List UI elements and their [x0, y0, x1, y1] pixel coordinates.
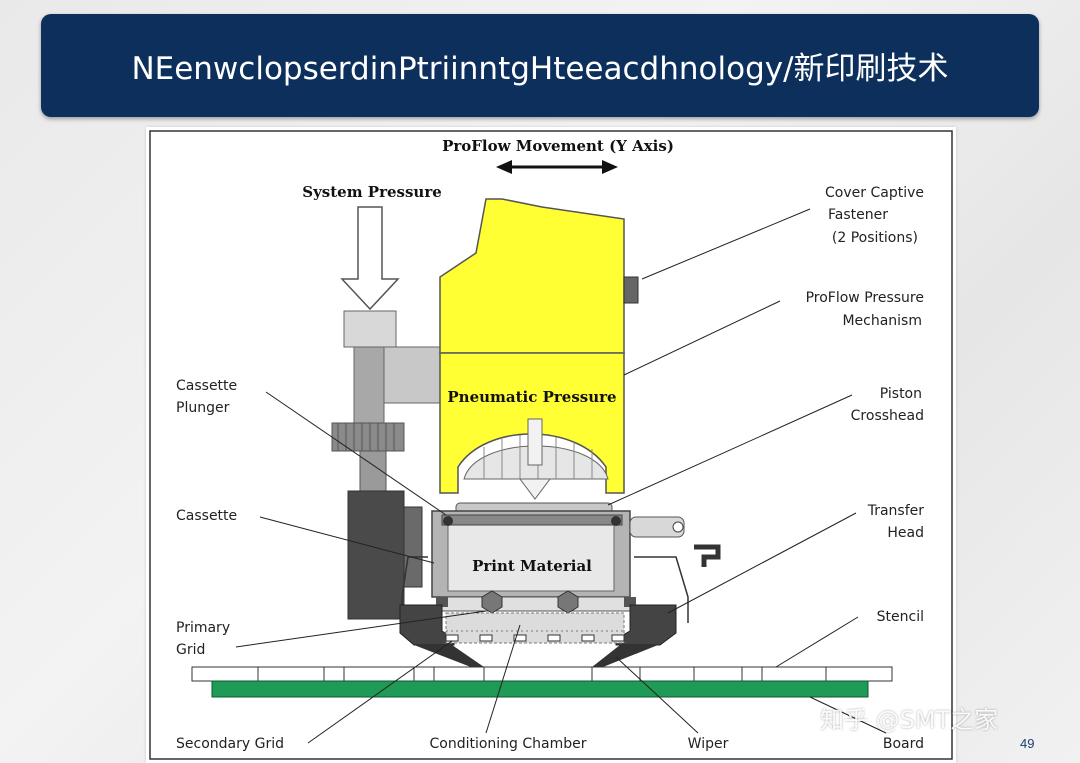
diagram-border [149, 130, 953, 760]
cassette-plunger-label-2: Plunger [176, 400, 230, 416]
circuit-board [211, 680, 869, 698]
primary-grid-label-1: Primary [176, 620, 230, 636]
conditioning-chamber [445, 612, 625, 644]
leader-wiper [615, 656, 699, 734]
slide-title-bar: NEenwclopserdinPtriinntgHteeacdhnology/新… [41, 14, 1039, 117]
right-rod [634, 556, 689, 623]
board-label: Board [883, 736, 924, 752]
y-axis-double-arrow [496, 160, 618, 174]
proflow-movement-label: ProFlow Movement (Y Axis) [442, 137, 674, 155]
proflow-mechanism-label-2: Mechanism [842, 313, 922, 329]
leader-cassette [259, 516, 435, 564]
leader-cover-fastener [641, 208, 811, 280]
cover-captive-fastener [623, 276, 639, 304]
system-pressure-arrow [340, 206, 400, 311]
leader-primary-grid [235, 610, 487, 648]
page-number: 49 [1020, 736, 1035, 751]
piston-crosshead-label-2: Crosshead [851, 408, 924, 424]
wiper-label: Wiper [688, 736, 729, 752]
printhead-diagram: ProFlow Movement (Y Axis) System Pressur… [146, 127, 956, 763]
leader-transfer-head [667, 512, 857, 614]
conditioning-chamber-label: Conditioning Chamber [429, 736, 586, 752]
leader-cassette-plunger [265, 391, 447, 516]
piston-crosshead-label-1: Piston [880, 386, 922, 402]
watermark: 知乎 @SMT之家 [820, 706, 999, 734]
print-material-label: Print Material [472, 557, 592, 575]
pneumatic-pressure-label: Pneumatic Pressure [447, 388, 616, 406]
primary-grid [436, 590, 636, 614]
cassette-plunger-label-1: Cassette [176, 378, 237, 394]
proflow-mechanism-label-1: ProFlow Pressure [806, 290, 924, 306]
leader-conditioning-chamber [485, 624, 521, 734]
system-pressure-label: System Pressure [302, 183, 442, 201]
leader-piston-crosshead [607, 394, 853, 506]
slide-title: NEenwclopserdinPtriinntgHteeacdhnology/新… [131, 51, 949, 87]
primary-grid-label-2: Grid [176, 642, 205, 658]
transfer-head-label-2: Head [887, 525, 924, 541]
secondary-grid [445, 634, 625, 642]
cassette-plunger-assembly [331, 310, 441, 620]
leader-proflow-mechanism [623, 300, 781, 376]
printhead-diagram-svg: ProFlow Movement (Y Axis) System Pressur… [149, 130, 953, 760]
leader-board [809, 696, 887, 734]
leader-secondary-grid [307, 640, 453, 744]
cassette-housing [431, 510, 721, 598]
cover-fastener-label-3: (2 Positions) [832, 230, 918, 246]
wiper-right [592, 645, 658, 669]
wiper-left [414, 645, 484, 669]
cassette-label: Cassette [176, 508, 237, 524]
stencil [191, 666, 893, 682]
transfer-head-label-1: Transfer [867, 503, 925, 519]
cover-fastener-label-1: Cover Captive [825, 185, 924, 201]
stencil-label: Stencil [877, 609, 924, 625]
leader-stencil [775, 616, 859, 668]
transfer-head [399, 604, 677, 646]
secondary-grid-label: Secondary Grid [176, 736, 284, 752]
cover-fastener-label-2: Fastener [828, 207, 888, 223]
